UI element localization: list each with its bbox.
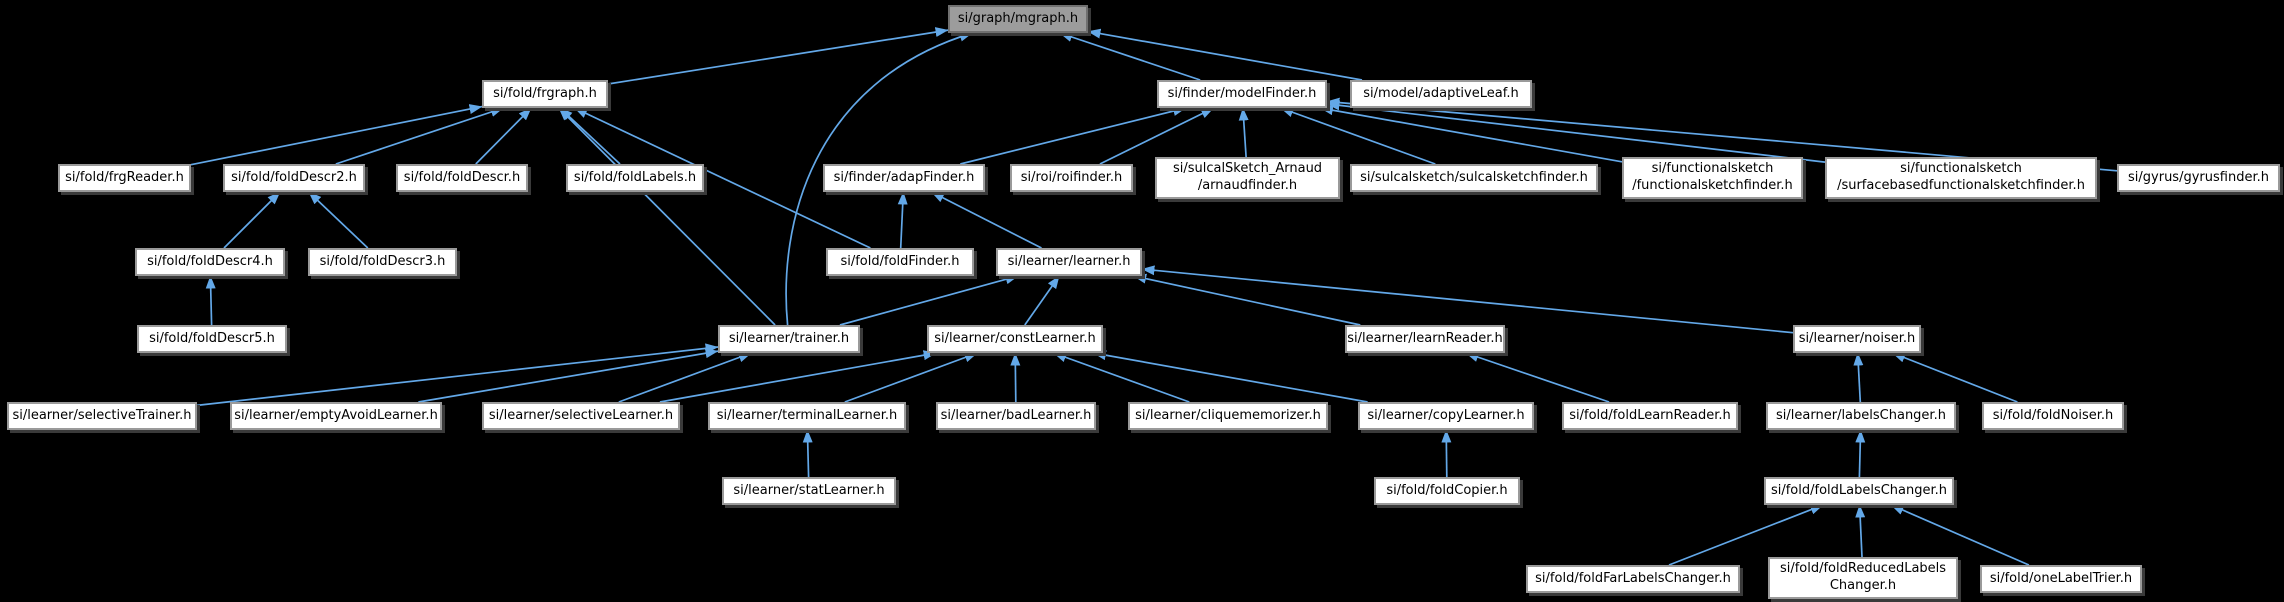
node-foldLearnReader[interactable]: si/fold/foldLearnReader.h: [1562, 402, 1738, 430]
node-foldDescr3[interactable]: si/fold/foldDescr3.h: [308, 248, 457, 276]
edge-foldFarLabelsChanger-to-foldLabelsChanger: [1668, 504, 1824, 566]
edge-foldLabels-to-frgraph: [559, 107, 621, 165]
edge-constLearner-to-learner: [1024, 275, 1060, 326]
node-frgReader[interactable]: si/fold/frgReader.h: [58, 164, 191, 192]
node-modelFinder[interactable]: si/finder/modelFinder.h: [1157, 80, 1327, 108]
edge-trainer-to-frgraph: [558, 107, 776, 326]
node-learner[interactable]: si/learner/learner.h: [996, 248, 1142, 276]
edge-learner-to-adapFinder: [931, 191, 1042, 249]
edge-foldFinder-to-adapFinder: [897, 191, 908, 249]
edge-foldDescr3-to-foldDescr2: [308, 191, 369, 249]
edge-modelFinder-to-mgraph: [1059, 32, 1201, 81]
edge-foldDescr2-to-frgraph: [335, 107, 504, 165]
node-foldLabels[interactable]: si/fold/foldLabels.h: [566, 164, 704, 192]
edge-foldDescr-to-frgraph: [475, 107, 532, 165]
edge-learnReader-to-learner: [1133, 273, 1361, 326]
node-badLearner[interactable]: si/learner/badLearner.h: [936, 402, 1096, 430]
node-foldLabelsChanger[interactable]: si/fold/foldLabelsChanger.h: [1764, 477, 1954, 505]
edge-oneLabelTrier-to-foldLabelsChanger: [1890, 504, 2030, 566]
edge-foldReducedLabelsChanger-to-foldLabelsChanger: [1855, 504, 1866, 558]
node-constLearner[interactable]: si/learner/constLearner.h: [927, 325, 1103, 353]
node-mgraph[interactable]: si/graph/mgraph.h: [948, 5, 1088, 33]
node-roifinder[interactable]: si/roi/roifinder.h: [1010, 164, 1133, 192]
node-gyrusfinder[interactable]: si/gyrus/gyrusfinder.h: [2117, 164, 2280, 192]
edge-foldDescr5-to-foldDescr4: [205, 275, 216, 326]
edge-foldLearnReader-to-learnReader: [1465, 352, 1610, 403]
node-foldCopier[interactable]: si/fold/foldCopier.h: [1374, 477, 1520, 505]
edge-frgraph-to-mgraph: [607, 27, 949, 85]
node-foldDescr4[interactable]: si/fold/foldDescr4.h: [135, 248, 285, 276]
node-surfacebasedfunctionalsketchfinder[interactable]: si/functionalsketch /surfacebasedfunctio…: [1825, 157, 2097, 199]
edge-functionalsketchfinder-to-modelFinder: [1319, 105, 1623, 163]
node-trainer[interactable]: si/learner/trainer.h: [718, 325, 860, 353]
node-arnaudfinder[interactable]: si/sulcalSketch_Arnaud /arnaudfinder.h: [1155, 157, 1340, 199]
node-learnReader[interactable]: si/learner/learnReader.h: [1345, 325, 1505, 353]
edge-foldCopier-to-copyLearner: [1441, 429, 1452, 478]
node-statLearner[interactable]: si/learner/statLearner.h: [722, 477, 896, 505]
edge-sulcalsketchfinder-to-modelFinder: [1280, 107, 1436, 165]
edge-foldDescr4-to-foldDescr2: [223, 191, 281, 249]
node-cliquememorizer[interactable]: si/learner/cliquememorizer.h: [1128, 402, 1328, 430]
node-adapFinder[interactable]: si/finder/adapFinder.h: [823, 164, 985, 192]
node-adaptiveLeaf[interactable]: si/model/adaptiveLeaf.h: [1350, 80, 1532, 108]
node-foldReducedLabelsChanger[interactable]: si/fold/foldReducedLabels Changer.h: [1768, 557, 1958, 599]
node-frgraph[interactable]: si/fold/frgraph.h: [482, 80, 608, 108]
edge-arnaudfinder-to-modelFinder: [1238, 107, 1249, 158]
node-terminalLearner[interactable]: si/learner/terminalLearner.h: [708, 402, 906, 430]
node-selectiveTrainer[interactable]: si/learner/selectiveTrainer.h: [7, 402, 197, 430]
edge-adapFinder-to-modelFinder: [960, 106, 1187, 165]
node-foldNoiser[interactable]: si/fold/foldNoiser.h: [1982, 402, 2124, 430]
edge-adaptiveLeaf-to-mgraph: [1087, 28, 1363, 81]
edge-surfacebasedfunctionalsketchfinder-to-modelFinder: [1326, 100, 1826, 163]
node-selectiveLearner[interactable]: si/learner/selectiveLearner.h: [482, 402, 680, 430]
edge-selectiveTrainer-to-trainer: [196, 343, 719, 407]
edge-foldNoiser-to-noiser: [1892, 352, 2018, 403]
node-functionalsketchfinder[interactable]: si/functionalsketch /functionalsketchfin…: [1622, 157, 1803, 199]
node-foldDescr2[interactable]: si/fold/foldDescr2.h: [223, 164, 365, 192]
node-foldFinder[interactable]: si/fold/foldFinder.h: [826, 248, 974, 276]
node-noiser[interactable]: si/learner/noiser.h: [1793, 325, 1921, 353]
edge-statLearner-to-terminalLearner: [802, 429, 813, 478]
node-sulcalsketchfinder[interactable]: si/sulcalsketch/sulcalsketchfinder.h: [1350, 164, 1598, 192]
edge-copyLearner-to-constLearner: [1092, 350, 1368, 403]
node-labelsChanger[interactable]: si/learner/labelsChanger.h: [1766, 402, 1956, 430]
edge-cliquememorizer-to-constLearner: [1053, 352, 1190, 403]
edge-trainer-to-learner: [839, 274, 1019, 326]
edge-roifinder-to-modelFinder: [1099, 107, 1215, 165]
edge-selectiveLearner-to-trainer: [618, 352, 752, 403]
node-foldDescr5[interactable]: si/fold/foldDescr5.h: [137, 325, 287, 353]
edge-badLearner-to-constLearner: [1010, 352, 1021, 403]
node-copyLearner[interactable]: si/learner/copyLearner.h: [1358, 402, 1534, 430]
node-foldDescr[interactable]: si/fold/foldDescr.h: [396, 164, 528, 192]
node-foldFarLabelsChanger[interactable]: si/fold/foldFarLabelsChanger.h: [1526, 565, 1740, 593]
edge-selectiveLearner-to-constLearner: [659, 350, 937, 403]
edge-trainer-to-mgraph: [785, 31, 973, 326]
node-emptyAvoidLearner[interactable]: si/learner/emptyAvoidLearner.h: [230, 402, 442, 430]
edge-foldFinder-to-frgraph: [574, 107, 871, 249]
edge-frgReader-to-frgraph: [190, 104, 483, 166]
edge-terminalLearner-to-constLearner: [844, 352, 978, 403]
edge-labelsChanger-to-noiser: [1853, 352, 1864, 403]
node-oneLabelTrier[interactable]: si/fold/oneLabelTrier.h: [1980, 565, 2142, 593]
edge-foldLabelsChanger-to-labelsChanger: [1855, 429, 1866, 478]
edge-noiser-to-learner: [1141, 265, 1794, 334]
edge-emptyAvoidLearner-to-trainer: [418, 348, 719, 403]
